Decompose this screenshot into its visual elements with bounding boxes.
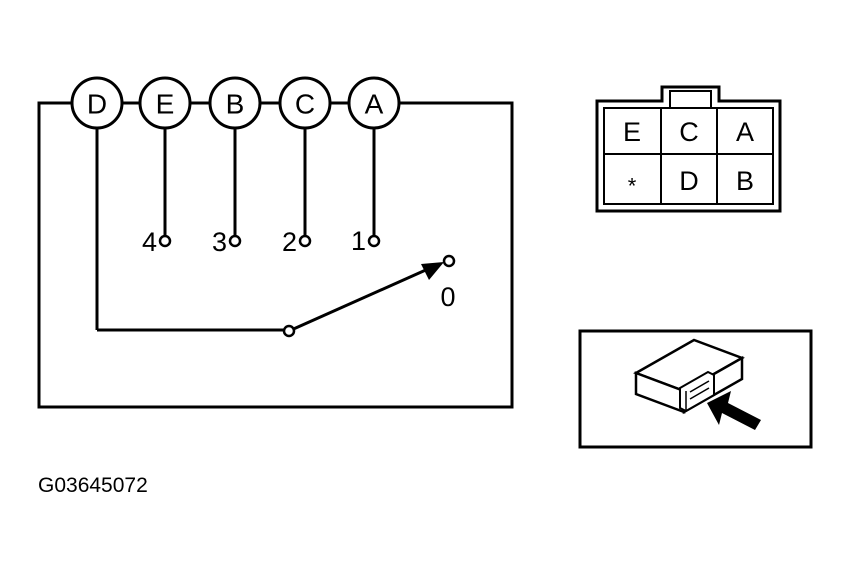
connector-outer-shell — [595, 85, 782, 213]
pin-cell-d: D — [679, 166, 699, 196]
pin-cell-e: E — [623, 117, 641, 147]
svg-text:D: D — [87, 89, 107, 120]
position-label-2: 2 — [282, 227, 297, 257]
wiper-arm — [282, 262, 444, 338]
pointer-arrow-icon — [707, 391, 761, 430]
position-label-3: 3 — [212, 227, 227, 257]
pin-cell-b: B — [736, 166, 754, 196]
figure-id: G03645072 — [38, 474, 148, 497]
switch-schematic: D E B C A 4 3 2 1 0 — [37, 76, 514, 409]
terminal-b: B — [208, 76, 262, 130]
pin-cell-unused: * — [628, 174, 637, 199]
wiper-pivot — [282, 324, 296, 338]
contact-4 — [158, 234, 172, 248]
svg-text:A: A — [365, 89, 384, 120]
position-label-1: 1 — [351, 226, 366, 256]
position-label-4: 4 — [142, 227, 157, 257]
terminal-e: E — [138, 76, 192, 130]
svg-text:E: E — [156, 89, 175, 120]
svg-text:C: C — [295, 89, 315, 120]
connector-latch — [669, 90, 712, 109]
switch-housing-outline — [37, 101, 514, 409]
svg-text:B: B — [226, 89, 245, 120]
connector-body-icon — [633, 338, 745, 415]
locator-frame — [578, 329, 813, 449]
contact-0 — [442, 254, 456, 268]
connector-face-view: E C A * D B — [595, 85, 782, 213]
contact-3 — [228, 234, 242, 248]
contact-2 — [298, 234, 312, 248]
terminal-a: A — [347, 76, 401, 130]
terminal-c: C — [278, 76, 332, 130]
arrow-head-icon — [421, 262, 444, 280]
connector-locator-view — [578, 329, 813, 449]
terminal-d: D — [70, 76, 124, 130]
pin-cell-a: A — [736, 117, 754, 147]
position-label-0: 0 — [440, 282, 455, 312]
pin-cell-c: C — [679, 117, 699, 147]
contact-1 — [367, 234, 381, 248]
